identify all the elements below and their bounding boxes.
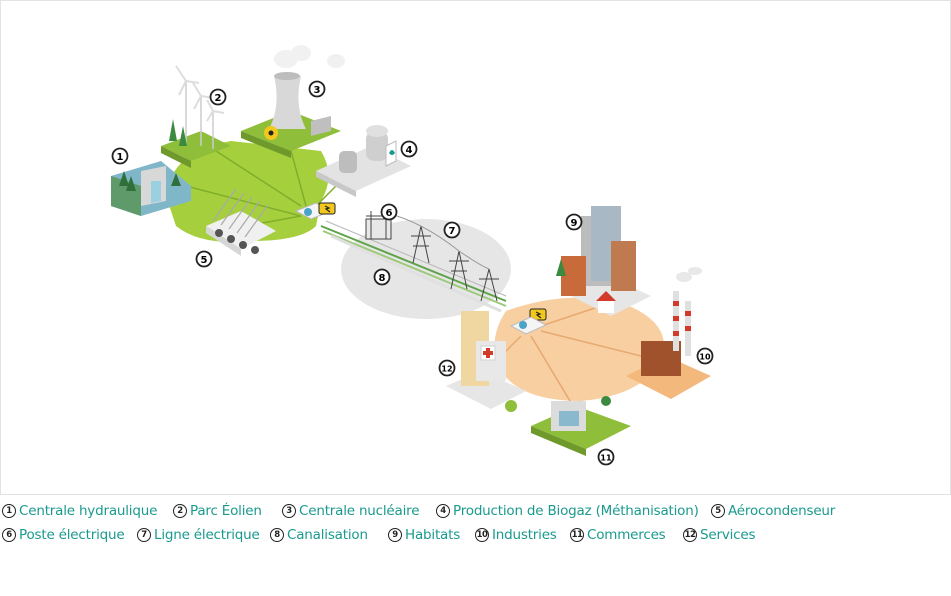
marker-7: 7: [443, 221, 461, 239]
marker-11: 11: [597, 448, 615, 466]
diagram-frame: 1 2 3 4 5 6 7 8 9 10 11 12: [0, 0, 951, 495]
legend-number: 1: [2, 504, 16, 518]
nuclear-power-plant: [241, 45, 345, 158]
legend-number: 7: [137, 528, 151, 542]
legend-label: Centrale nucléaire: [299, 503, 420, 519]
legend-label: Canalisation: [287, 527, 368, 543]
legend-item-power-line: 7 Ligne électrique: [137, 524, 260, 546]
legend-label: Poste électrique: [19, 527, 125, 543]
legend-label: Production de Biogaz (Méthanisation): [453, 503, 699, 519]
legend-label: Industries: [492, 527, 557, 543]
legend-item-nuclear: 3 Centrale nucléaire: [282, 500, 420, 522]
legend-label: Commerces: [587, 527, 666, 543]
marker-1: 1: [111, 147, 129, 165]
legend-number: 4: [436, 504, 450, 518]
marker-6: 6: [380, 203, 398, 221]
legend-item-services: 12 Services: [683, 524, 756, 546]
legend-item-substation: 6 Poste électrique: [2, 524, 125, 546]
legend-item-hydro: 1 Centrale hydraulique: [2, 500, 157, 522]
svg-text:7: 7: [449, 226, 456, 237]
legend-label: Habitats: [405, 527, 461, 543]
marker-12: 12: [438, 359, 456, 377]
marker-3: 3: [308, 80, 326, 98]
svg-text:11: 11: [600, 454, 612, 463]
legend-item-air-condenser: 5 Aérocondenseur: [711, 500, 835, 522]
legend-number: 10: [475, 528, 489, 542]
warning-sign-icon: [529, 308, 547, 321]
biogas-plant: [316, 125, 411, 197]
legend-item-housing: 9 Habitats: [388, 524, 460, 546]
svg-text:12: 12: [441, 365, 452, 374]
legend-label: Ligne électrique: [154, 527, 260, 543]
air-condenser: [206, 188, 276, 256]
svg-text:6: 6: [386, 208, 393, 219]
power-line-pylons: [385, 212, 499, 302]
consumption-hub: [509, 316, 548, 335]
services-building: [446, 311, 526, 412]
marker-9: 9: [565, 213, 583, 231]
commercial-building: [531, 396, 631, 456]
svg-text:3: 3: [314, 85, 321, 96]
marker-8: 8: [373, 268, 391, 286]
marker-10: 10: [696, 347, 714, 365]
svg-text:8: 8: [379, 273, 386, 284]
legend-number: 5: [711, 504, 725, 518]
svg-text:2: 2: [215, 93, 222, 104]
industrial-plant: [626, 267, 711, 399]
svg-text:10: 10: [699, 353, 711, 362]
production-zone: [166, 141, 329, 242]
legend-number: 6: [2, 528, 16, 542]
legend-number: 8: [270, 528, 284, 542]
legend-item-pipeline: 8 Canalisation: [270, 524, 368, 546]
marker-5: 5: [195, 250, 213, 268]
legend-label: Services: [700, 527, 756, 543]
housing-buildings: [556, 206, 651, 316]
legend-number: 3: [282, 504, 296, 518]
marker-2: 2: [209, 88, 227, 106]
legend-label: Centrale hydraulique: [19, 503, 158, 519]
legend-item-industries: 10 Industries: [475, 524, 557, 546]
legend-item-shops: 11 Commerces: [570, 524, 666, 546]
svg-text:1: 1: [117, 152, 124, 163]
transmission-lines: [320, 220, 507, 313]
legend-number: 12: [683, 528, 697, 542]
svg-text:4: 4: [406, 145, 413, 156]
legend-item-wind: 2 Parc Éolien: [173, 500, 262, 522]
energy-network-illustration: 1 2 3 4 5 6 7 8 9 10 11 12: [111, 45, 714, 466]
legend-item-biogas: 4 Production de Biogaz (Méthanisation): [436, 500, 699, 522]
electrical-substation: [365, 211, 392, 240]
wind-farm: [161, 65, 231, 168]
hydro-power-plant: [111, 161, 191, 216]
legend-label: Parc Éolien: [190, 503, 262, 519]
legend-number: 2: [173, 504, 187, 518]
warning-sign-icon: [318, 202, 336, 215]
legend-number: 11: [570, 528, 584, 542]
legend-label: Aérocondenseur: [728, 503, 836, 519]
marker-4: 4: [400, 140, 418, 158]
legend: 1 Centrale hydraulique 2 Parc Éolien 3 C…: [2, 500, 947, 560]
legend-number: 9: [388, 528, 402, 542]
production-flow-lines: [185, 150, 347, 227]
svg-text:5: 5: [201, 255, 208, 266]
svg-text:9: 9: [571, 218, 578, 229]
